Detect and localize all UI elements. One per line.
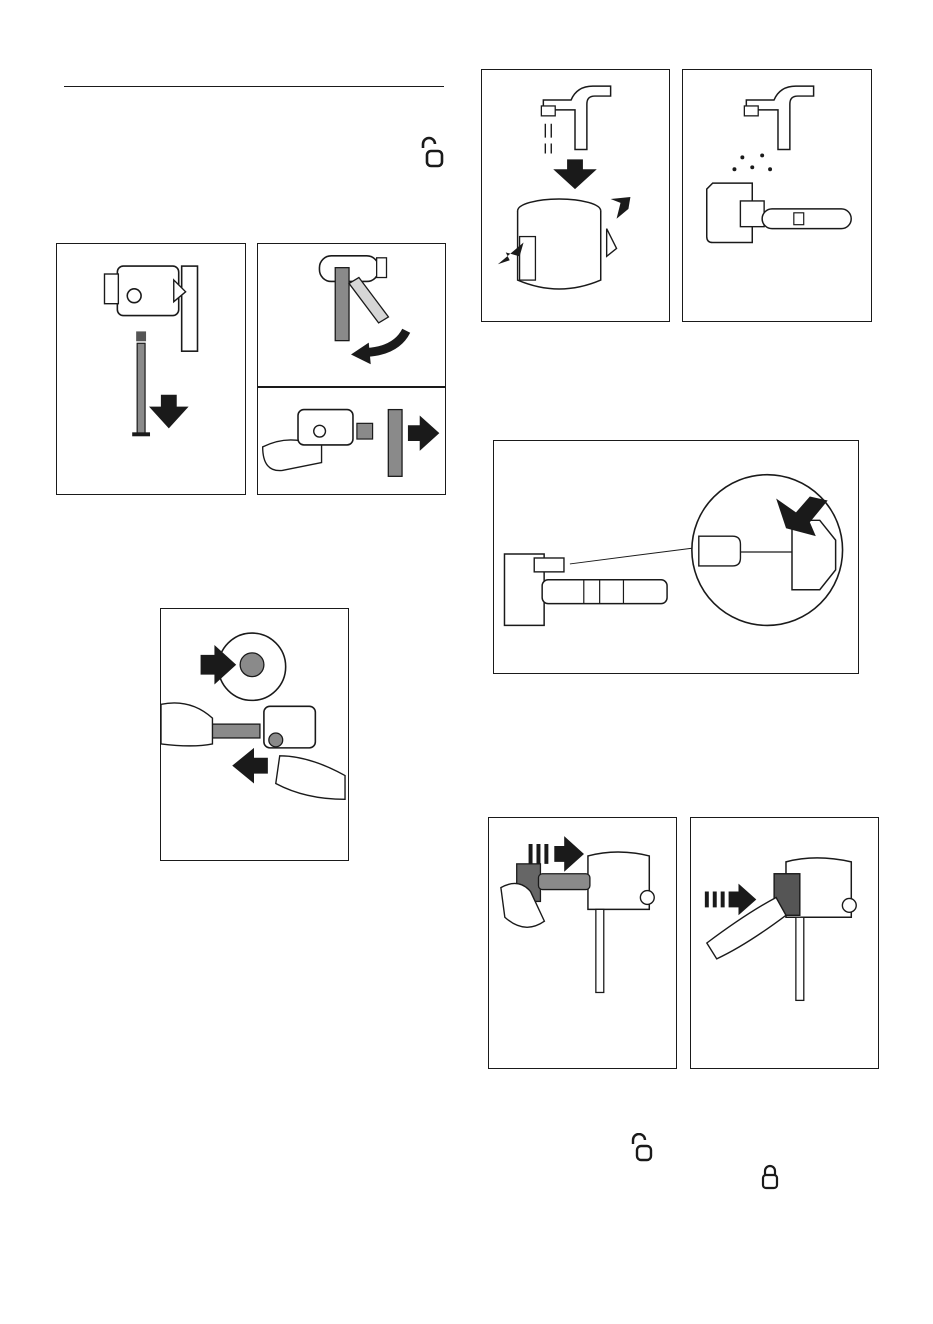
figure-push-cover-back: [690, 817, 879, 1069]
top-divider: [64, 86, 444, 87]
figure-pull-out-pin: [257, 387, 446, 495]
unlock-icon: [418, 136, 446, 170]
figure-lubricate-piston: [493, 440, 859, 674]
lock-icon: [761, 1163, 779, 1191]
figure-remove-tube: [56, 243, 246, 495]
unlock-icon: [628, 1133, 656, 1163]
figure-press-release-button: [160, 608, 349, 861]
figure-rinse-piston: [682, 69, 872, 322]
figure-reinsert-piston: [488, 817, 677, 1069]
figure-rotate-cover: [257, 243, 446, 387]
figure-rinse-brew-unit: [481, 69, 670, 322]
